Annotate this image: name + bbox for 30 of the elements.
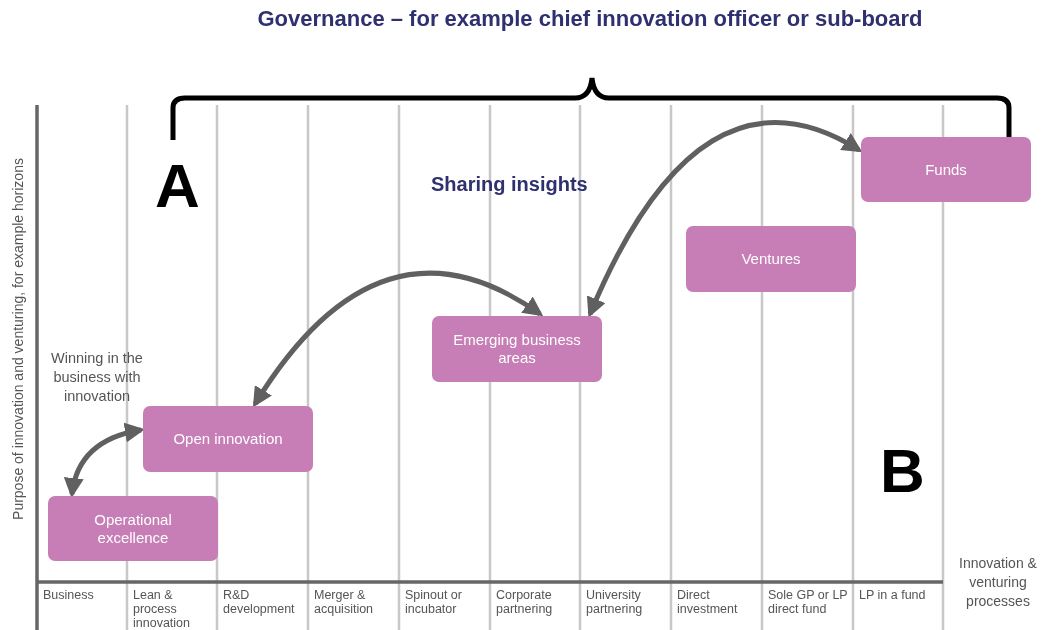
process-box [686,226,856,292]
column-label: Merger & acquisition [314,588,375,616]
annotation-text: Winning in the business with innovation [50,349,144,406]
process-box [143,406,313,472]
box-text: Ventures [741,250,801,268]
column-label: Corporate partnering [496,588,554,616]
process-box [48,496,218,561]
curved-arrow [252,270,544,408]
box-text: Funds [925,161,967,179]
column-label: Spinout or incubator [405,588,463,616]
column-label: R&D development [223,588,296,616]
axis-title: Innovation & venturing processes [958,554,1038,611]
box-text: Operational excellence [93,510,173,547]
column-label: Lean & process innovation [133,588,191,630]
column-label: Direct investment [677,588,739,616]
column-label: University partnering [586,588,644,616]
box-text: Open innovation [173,430,283,448]
column-label: LP in a fund [859,588,927,602]
section-letter: A [155,150,200,221]
curved-arrow [587,120,863,318]
curved-arrow [64,423,145,498]
column-label: Sole GP or LP direct fund [768,588,849,616]
box-text: Emerging business areas [452,331,582,367]
section-letter: B [880,435,925,506]
axis-title: Purpose of innovation and venturing, for example horizons [10,157,26,522]
process-box [861,137,1031,202]
title: Governance – for example chief innovation officer or sub-board [256,6,924,32]
column-label: Business [43,588,95,602]
annotation-text: Sharing insights [431,173,588,196]
process-box [432,316,602,382]
